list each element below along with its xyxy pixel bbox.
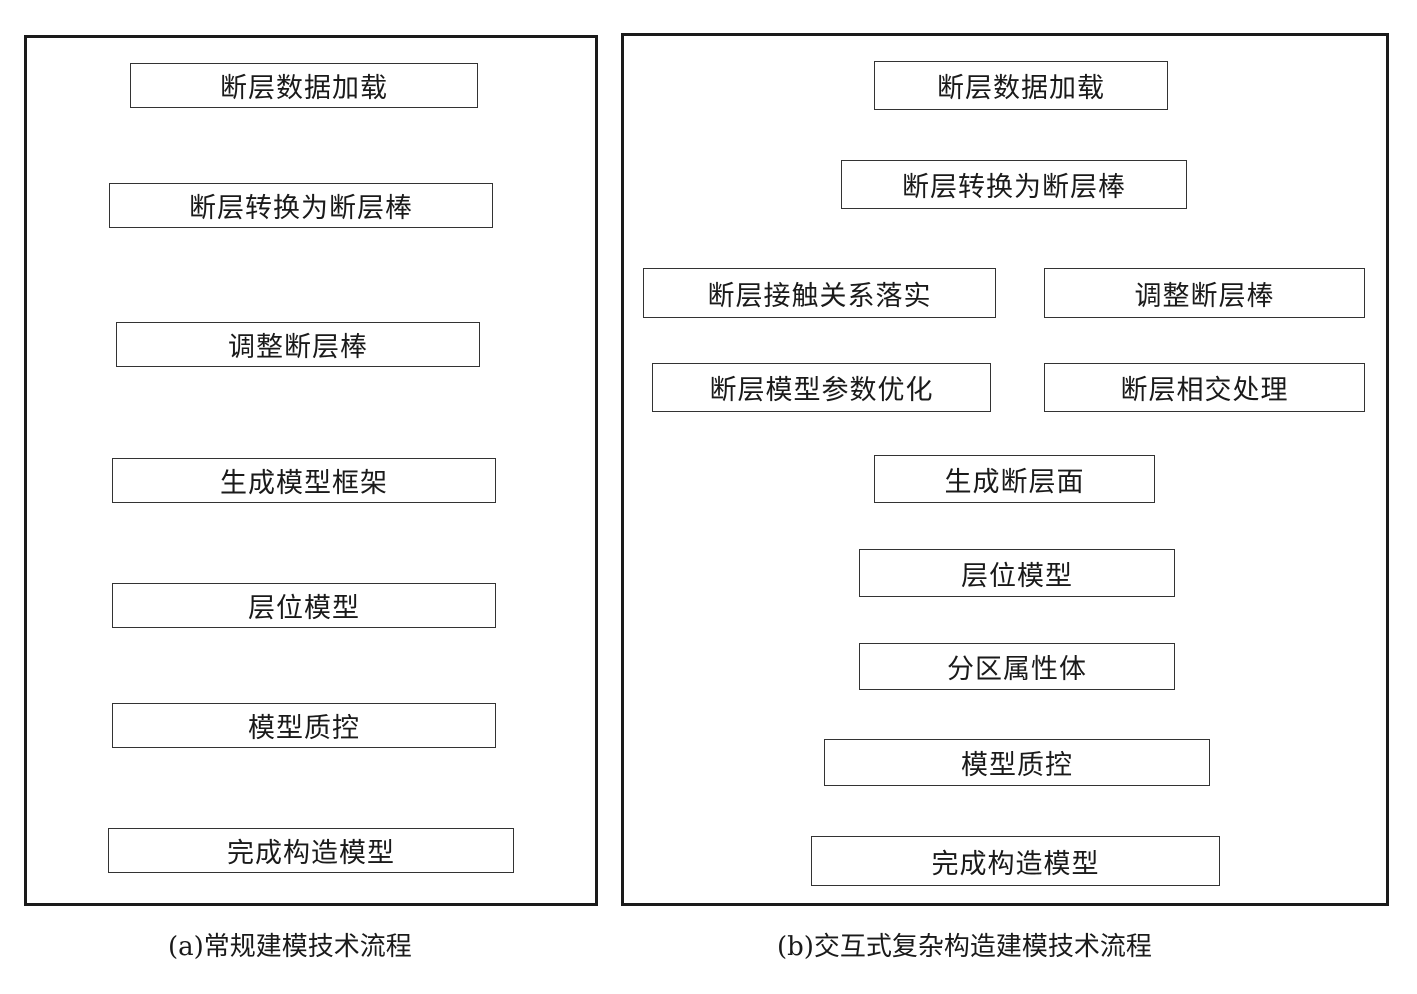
- step-b-fault-surface: 生成断层面: [874, 455, 1155, 503]
- step-a-fault-data-load: 断层数据加载: [130, 63, 478, 108]
- step-a-horizon-model: 层位模型: [112, 583, 496, 628]
- step-b-param-optimize: 断层模型参数优化: [652, 363, 991, 412]
- caption-b: (b)交互式复杂构造建模技术流程: [777, 932, 1152, 962]
- step-a-build-framework: 生成模型框架: [112, 458, 496, 503]
- step-b-adjust-sticks: 调整断层棒: [1044, 268, 1365, 318]
- step-a-complete-model: 完成构造模型: [108, 828, 514, 873]
- step-a-adjust-sticks: 调整断层棒: [116, 322, 480, 367]
- step-a-fault-to-sticks: 断层转换为断层棒: [109, 183, 493, 228]
- caption-a: (a)常规建模技术流程: [168, 932, 412, 962]
- step-b-horizon-model: 层位模型: [859, 549, 1175, 597]
- step-a-model-qc: 模型质控: [112, 703, 496, 748]
- step-b-intersection: 断层相交处理: [1044, 363, 1365, 412]
- step-b-zone-property: 分区属性体: [859, 643, 1175, 690]
- step-b-fault-contact: 断层接触关系落实: [643, 268, 996, 318]
- step-b-model-qc: 模型质控: [824, 739, 1210, 786]
- step-b-complete-model: 完成构造模型: [811, 836, 1220, 886]
- step-b-fault-to-sticks: 断层转换为断层棒: [841, 160, 1187, 209]
- step-b-fault-data-load: 断层数据加载: [874, 61, 1168, 110]
